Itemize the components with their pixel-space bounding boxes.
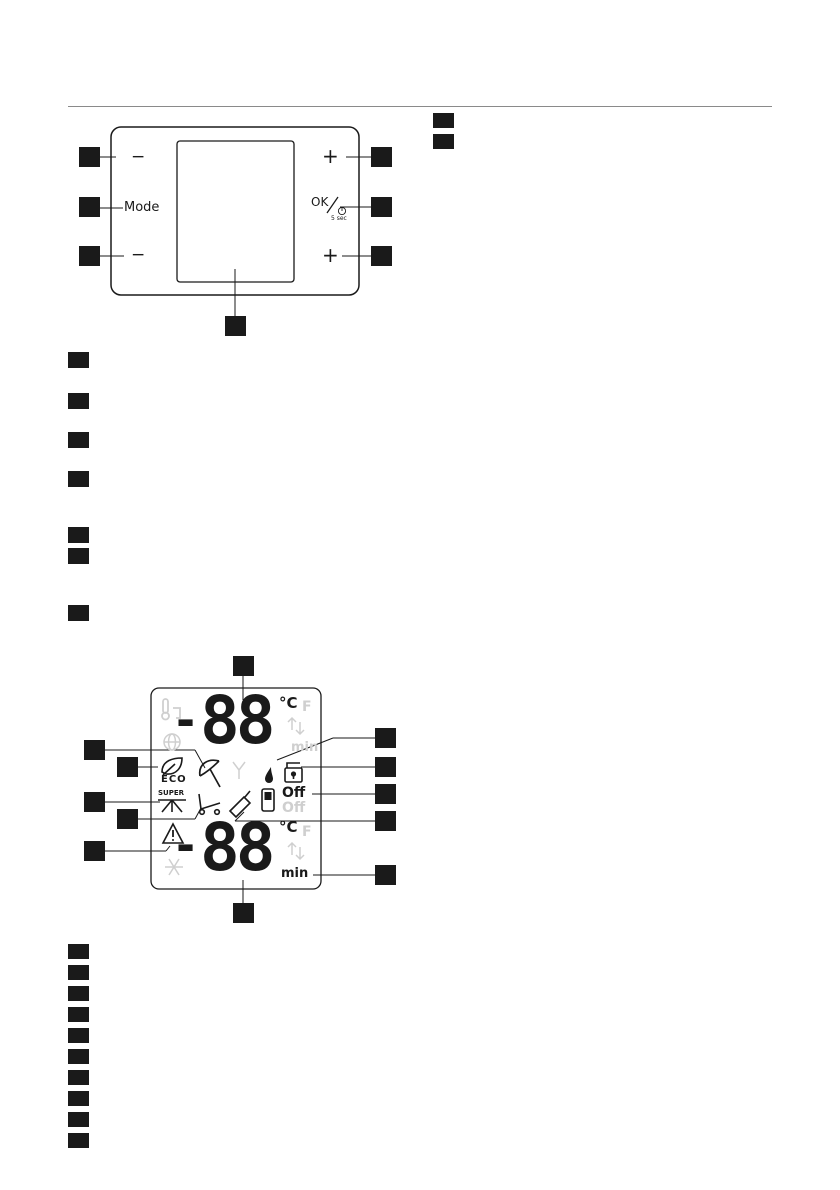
legend-marker xyxy=(68,527,89,543)
legend-marker xyxy=(68,352,89,368)
legend-marker xyxy=(68,965,89,980)
legend-marker xyxy=(68,1007,89,1022)
warning-icon xyxy=(161,822,185,844)
off-label[interactable]: Off xyxy=(282,785,306,801)
legend-marker xyxy=(68,1091,89,1106)
unit-fahrenheit-bottom: F xyxy=(302,824,312,840)
minutes-label-bottom: min xyxy=(281,866,309,881)
off-label-faded: Off xyxy=(282,800,306,816)
unit-fahrenheit-top: F xyxy=(302,699,312,715)
globe-icon xyxy=(163,733,181,751)
ok-button[interactable]: OK xyxy=(311,195,329,209)
plus-button-bottom[interactable]: + xyxy=(322,243,339,267)
super-label: SUPER xyxy=(158,789,185,797)
filter-icon xyxy=(261,788,275,812)
unit-celsius-bottom: °C xyxy=(279,818,298,836)
legend-marker xyxy=(68,393,89,409)
legend-marker xyxy=(68,548,89,564)
fan-icon xyxy=(232,761,246,779)
minutes-label-top: min xyxy=(291,740,319,755)
display-diagram xyxy=(84,656,396,923)
brush-icon xyxy=(228,790,252,819)
leaf-icon xyxy=(161,757,183,776)
legend-marker xyxy=(433,113,454,128)
minus-button-bottom[interactable]: − xyxy=(131,245,146,265)
display-minus-bottom: - xyxy=(176,818,196,872)
section-divider xyxy=(68,106,772,107)
snowflake-icon xyxy=(165,858,183,876)
minus-button-top[interactable]: − xyxy=(131,147,146,167)
umbrella-icon xyxy=(198,759,221,788)
display-minus-top: - xyxy=(176,693,196,747)
legend-marker xyxy=(68,432,89,448)
legend-marker xyxy=(68,1028,89,1043)
plus-button-top[interactable]: + xyxy=(322,144,339,168)
thermometer-icon xyxy=(161,698,181,721)
snowflake-super-icon xyxy=(158,799,186,813)
legend-marker xyxy=(68,1112,89,1127)
mode-button[interactable]: Mode xyxy=(124,200,160,215)
lock-icon xyxy=(284,762,303,783)
legend-marker xyxy=(68,1049,89,1064)
legend-marker xyxy=(68,471,89,487)
control-panel-diagram xyxy=(79,126,392,336)
water-drop-icon xyxy=(265,767,273,783)
legend-marker xyxy=(68,1133,89,1148)
legend-marker xyxy=(68,1070,89,1085)
arrows-icon xyxy=(287,716,305,861)
display-digits-top: 88 xyxy=(200,682,276,759)
legend-marker xyxy=(433,134,454,149)
ok-hold-duration: 5 sec xyxy=(331,215,347,222)
shopping-cart-icon xyxy=(198,793,221,816)
display-digits-bottom: 88 xyxy=(200,809,276,886)
legend-marker xyxy=(68,986,89,1001)
unit-celsius-top: °C xyxy=(279,694,298,712)
legend-marker xyxy=(68,605,89,621)
eco-label: ECO xyxy=(161,774,187,785)
legend-marker xyxy=(68,944,89,959)
